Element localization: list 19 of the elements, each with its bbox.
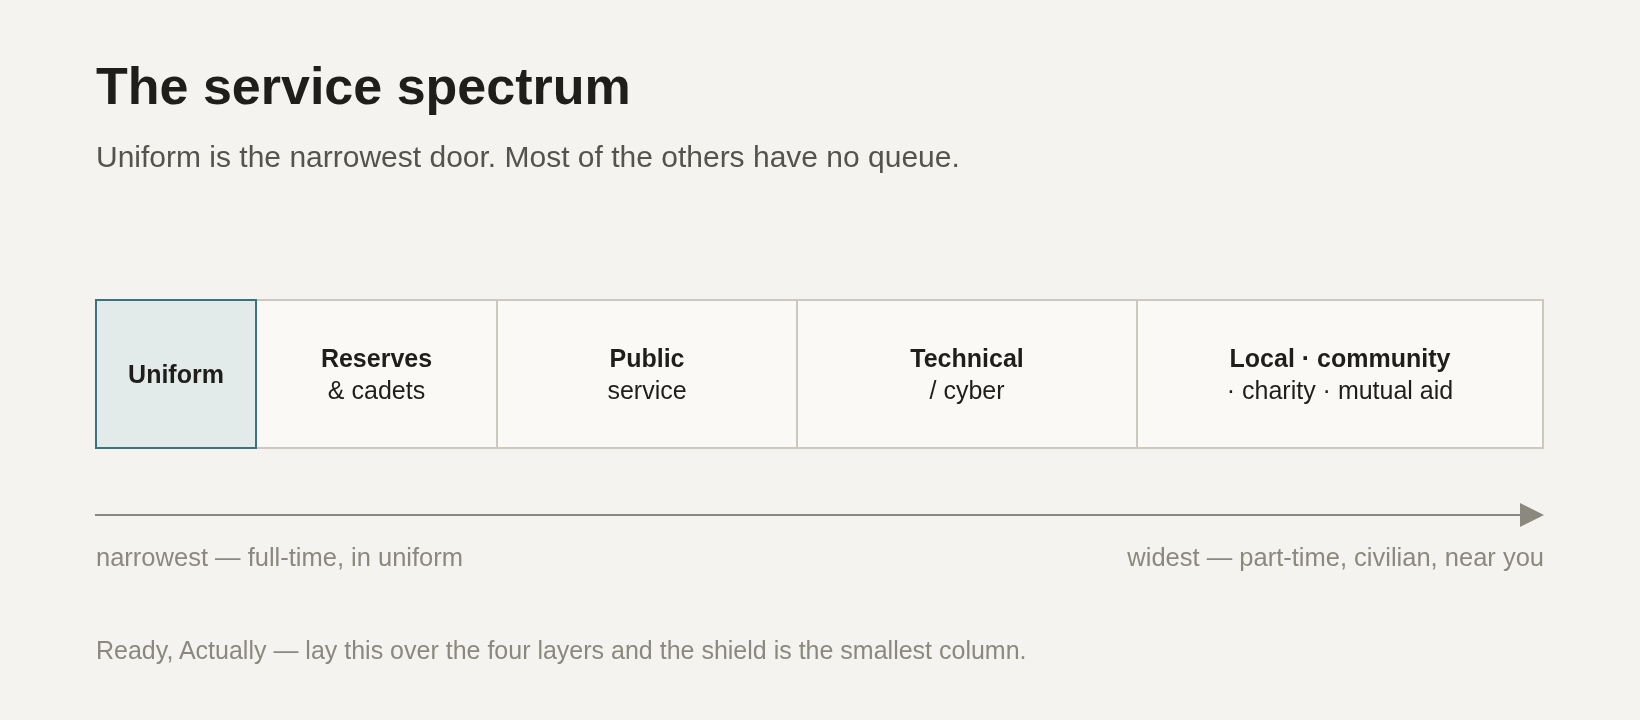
spectrum-segment — [95, 299, 257, 449]
segment-title: Public — [609, 342, 685, 374]
axis-label: widest — part-time, civilian, near you — [1127, 542, 1544, 573]
spectrum-segment — [1136, 299, 1544, 449]
segment-title: Uniform — [128, 358, 224, 390]
segment-title: Reserves — [320, 342, 433, 374]
segment-subtitle: · charity · mutual aid — [1226, 375, 1454, 406]
segment-subtitle: / cyber — [929, 375, 1005, 406]
axis-label: narrowest — full-time, in uniform — [96, 542, 464, 573]
segment-title: Local · community — [1229, 342, 1451, 374]
segment-subtitle: service — [607, 375, 687, 406]
subtitle: Uniform is the narrowest door. Most of the others have no queue. — [96, 139, 960, 175]
spectrum-segment — [496, 299, 798, 449]
segment-title: Technical — [910, 342, 1024, 374]
title: The service spectrum — [96, 58, 631, 116]
spectrum-segment — [255, 299, 498, 449]
footnote: Ready, Actually — lay this over the four layers and the shield is the smallest column. — [96, 635, 1027, 665]
spectrum-segment — [796, 299, 1138, 449]
segment-subtitle: & cadets — [327, 375, 426, 406]
